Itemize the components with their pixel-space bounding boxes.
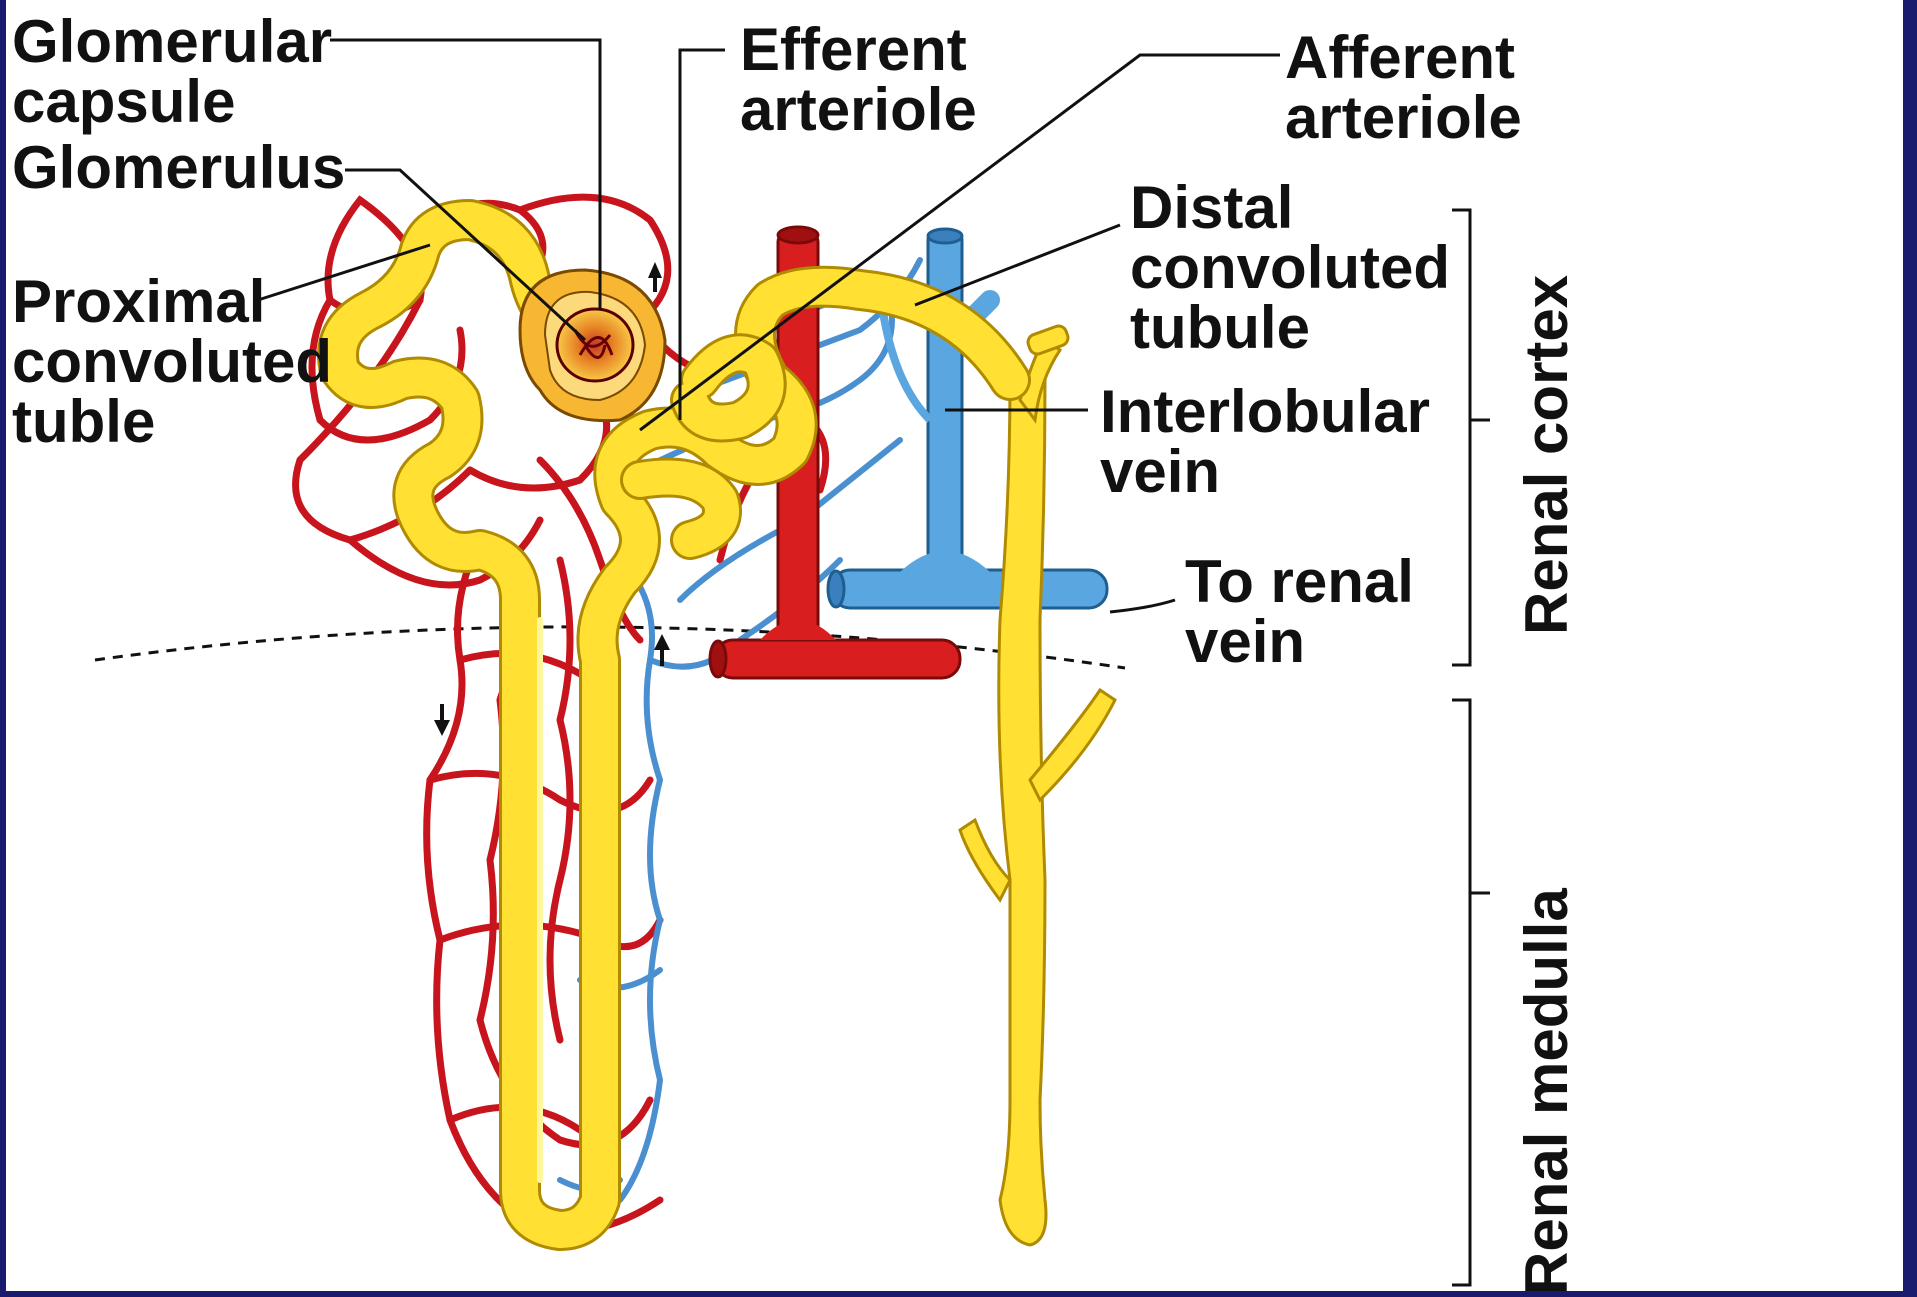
region-brackets bbox=[1452, 210, 1490, 1285]
label-line: Efferent bbox=[740, 20, 977, 80]
label-glomerular-capsule: Glomerular capsule bbox=[12, 12, 332, 132]
label-line: arteriole bbox=[740, 80, 977, 140]
label-proximal-convoluted-tuble: Proximal convoluted tuble bbox=[12, 272, 332, 452]
label-line: arteriole bbox=[1285, 88, 1522, 148]
label-line: To renal bbox=[1185, 552, 1414, 612]
label-line: Proximal bbox=[12, 272, 332, 332]
label-line: tubule bbox=[1130, 298, 1450, 358]
medulla-bracket bbox=[1452, 700, 1490, 1285]
glomerular-capsule bbox=[520, 270, 665, 421]
cortex-bracket bbox=[1452, 210, 1490, 665]
label-line: Glomerulus bbox=[12, 138, 345, 198]
collecting-duct bbox=[960, 324, 1115, 1245]
label-line: tuble bbox=[12, 392, 332, 452]
label-line: vein bbox=[1185, 612, 1414, 672]
label-line: vein bbox=[1100, 442, 1430, 502]
leader-to-renal bbox=[1110, 600, 1175, 612]
leader-glomerular-capsule bbox=[330, 40, 600, 310]
region-renal-medulla: Renal medulla bbox=[1512, 888, 1581, 1295]
label-line: convoluted bbox=[1130, 238, 1450, 298]
label-line: Afferent bbox=[1285, 28, 1522, 88]
label-line: Glomerular bbox=[12, 12, 332, 72]
label-afferent-arteriole: Afferent arteriole bbox=[1285, 28, 1522, 148]
label-line: Interlobular bbox=[1100, 382, 1430, 442]
label-distal-convoluted-tubule: Distal convoluted tubule bbox=[1130, 178, 1450, 358]
label-line: capsule bbox=[12, 72, 332, 132]
label-to-renal-vein: To renal vein bbox=[1185, 552, 1414, 672]
label-glomerulus: Glomerulus bbox=[12, 138, 345, 198]
region-renal-cortex: Renal cortex bbox=[1512, 275, 1581, 635]
label-efferent-arteriole: Efferent arteriole bbox=[740, 20, 977, 140]
label-line: convoluted bbox=[12, 332, 332, 392]
label-interlobular-vein: Interlobular vein bbox=[1100, 382, 1430, 502]
label-line: Distal bbox=[1130, 178, 1450, 238]
